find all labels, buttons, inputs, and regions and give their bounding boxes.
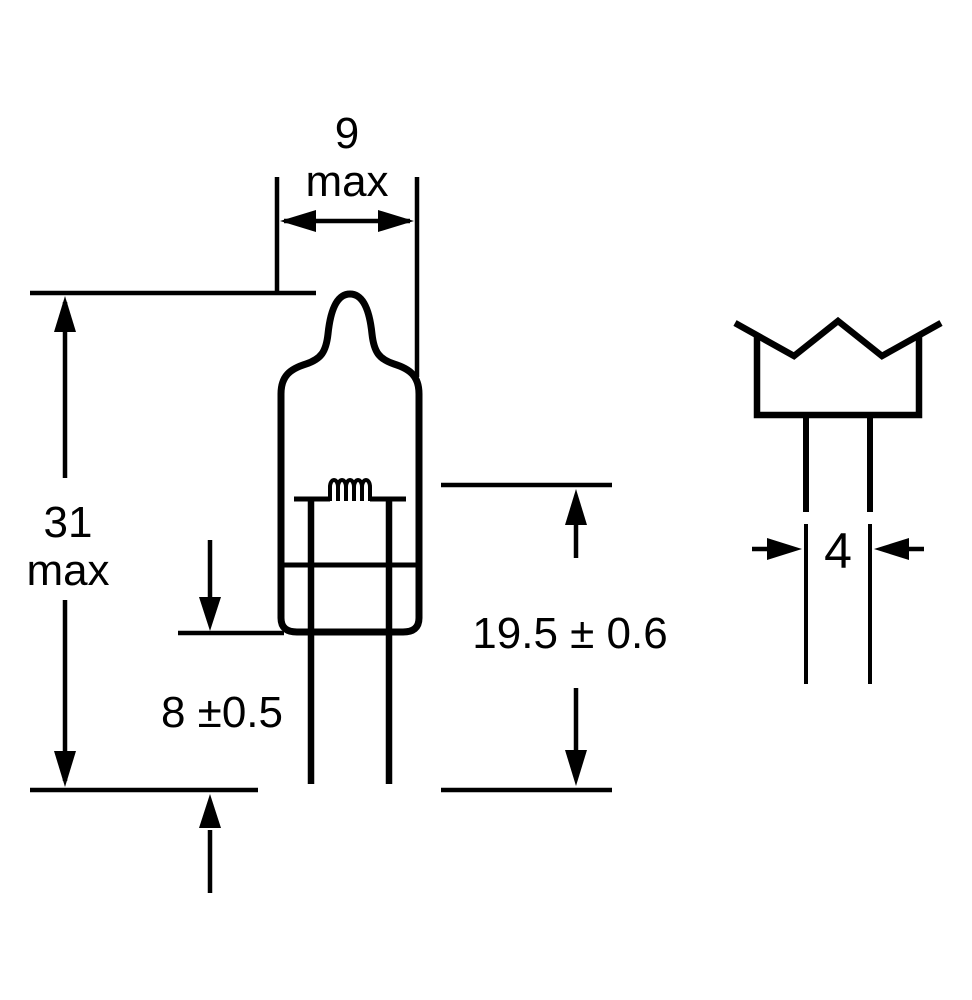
pin-length-label: 8 ±0.5: [161, 688, 283, 737]
pin-spacing-label: 4: [824, 523, 852, 579]
arrowhead-down-icon: [54, 751, 76, 787]
bulb-diameter-qualifier-label: max: [305, 157, 388, 206]
arrowhead-up-icon: [199, 794, 221, 828]
arrowhead-left-icon: [280, 210, 316, 232]
filament-coil: [328, 478, 372, 501]
pinch-top-profile: [733, 316, 943, 360]
light-center-length-label: 19.5 ± 0.6: [472, 609, 667, 658]
arrowhead-up-icon: [565, 489, 587, 525]
overall-length-qualifier-label: max: [26, 546, 109, 595]
dim-pin-spacing: 4: [752, 523, 924, 684]
overall-length-value-label: 31: [44, 498, 93, 547]
dim-light-center-length: 19.5 ± 0.6: [441, 482, 668, 793]
arrowhead-left-icon: [874, 538, 909, 560]
dim-overall-length: 31 max: [26, 290, 316, 793]
arrowhead-right-icon: [378, 210, 414, 232]
bulb-diameter-value-label: 9: [335, 109, 359, 158]
bulb-side-view: [277, 290, 423, 784]
arrowhead-down-icon: [199, 597, 221, 631]
arrowhead-down-icon: [565, 750, 587, 786]
bulb-outline: [277, 290, 423, 636]
dim-pin-length: 8 ±0.5: [161, 540, 284, 893]
base-body-outline: [753, 336, 923, 419]
base-end-view: [733, 316, 943, 512]
dim-bulb-diameter: 9 max: [274, 109, 420, 377]
arrowhead-up-icon: [54, 296, 76, 332]
arrowhead-right-icon: [767, 538, 802, 560]
